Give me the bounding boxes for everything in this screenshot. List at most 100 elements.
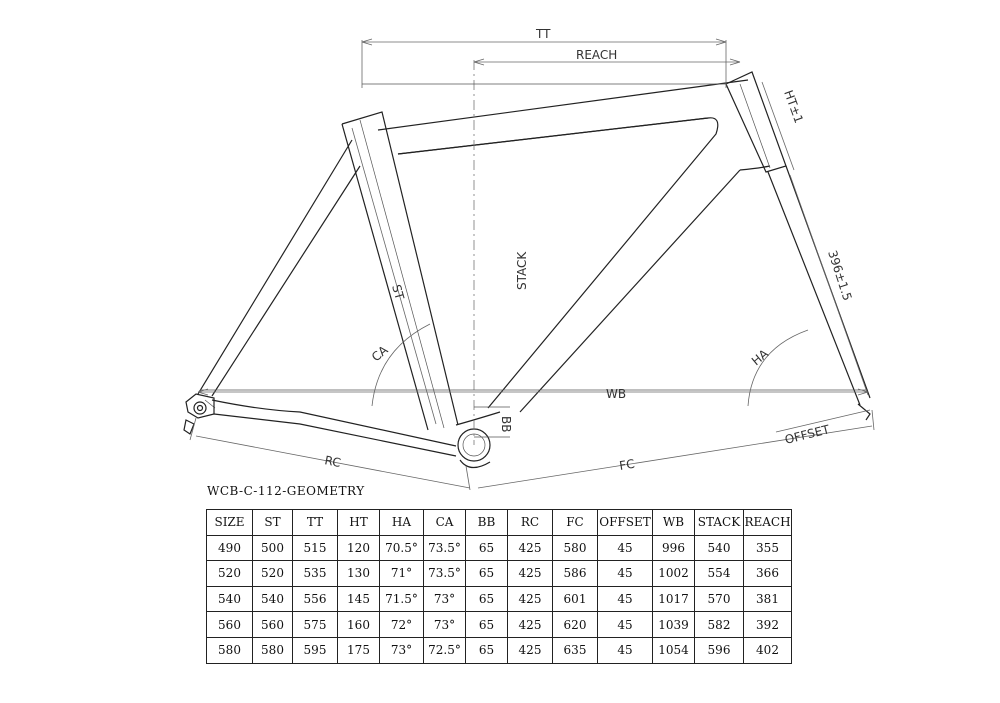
table-cell: 560 [206, 611, 253, 638]
head-tube [725, 71, 787, 173]
label-ca: CA [369, 342, 391, 364]
label-ha: HA [749, 346, 772, 368]
table-cell: 540 [252, 585, 293, 613]
table-cell: 540 [694, 534, 744, 562]
table-cell: 586 [552, 560, 598, 587]
table-cell: 580 [252, 636, 293, 664]
table-cell: 72° [379, 611, 424, 638]
table-cell: 601 [552, 585, 598, 613]
table-cell: 540 [206, 585, 253, 613]
label-fork-length: 396±1.5 [825, 249, 854, 303]
label-wb: WB [606, 387, 626, 401]
table-cell: 355 [743, 534, 792, 562]
column-header: BB [465, 509, 508, 536]
table-cell: 556 [292, 585, 338, 613]
column-header: CA [423, 509, 466, 536]
table-cell: 73° [379, 636, 424, 664]
label-fc: FC [618, 457, 635, 473]
table-cell: 595 [292, 636, 338, 664]
table-cell: 71.5° [379, 585, 424, 613]
table-cell: 71° [379, 560, 424, 587]
label-offset: OFFSET [783, 422, 831, 447]
table-cell: 996 [652, 534, 695, 562]
label-stack: STACK [515, 251, 529, 290]
column-header: OFFSET [597, 509, 653, 536]
table-cell: 130 [337, 560, 380, 587]
top-tube [377, 79, 749, 155]
column-header: TT [292, 509, 338, 536]
table-cell: 45 [597, 636, 653, 664]
table-cell: 402 [743, 636, 792, 664]
table-cell: 65 [465, 585, 508, 613]
column-header: FC [552, 509, 598, 536]
label-st: ST [389, 283, 407, 302]
column-header: ST [252, 509, 293, 536]
wb-dimension [197, 388, 869, 396]
rc-dimension [189, 417, 471, 490]
table-cell: 70.5° [379, 534, 424, 562]
down-tube [397, 117, 771, 413]
table-cell: 620 [552, 611, 598, 638]
table-cell: 73.5° [423, 560, 466, 587]
label-tt: TT [535, 27, 551, 41]
table-cell: 145 [337, 585, 380, 613]
label-ht: HT±1 [781, 88, 806, 125]
table-cell: 160 [337, 611, 380, 638]
table-cell: 120 [337, 534, 380, 562]
seat-tube [341, 111, 459, 431]
geometry-title: WCB-C-112-GEOMETRY [207, 484, 365, 498]
ha-angle-arc [747, 329, 809, 407]
fc-dimension [477, 409, 875, 489]
table-cell: 582 [694, 611, 744, 638]
table-cell: 45 [597, 560, 653, 587]
table-cell: 554 [694, 560, 744, 587]
ht-dimension [761, 81, 795, 171]
st-dimension [351, 127, 437, 425]
table-cell: 73° [423, 611, 466, 638]
table-cell: 520 [252, 560, 293, 587]
chain-stay [204, 399, 457, 457]
table-cell: 425 [507, 636, 553, 664]
column-header: HA [379, 509, 424, 536]
table-cell: 392 [743, 611, 792, 638]
table-cell: 425 [507, 560, 553, 587]
table-cell: 425 [507, 534, 553, 562]
table-cell: 425 [507, 611, 553, 638]
table-cell: 520 [206, 560, 253, 587]
table-cell: 65 [465, 611, 508, 638]
label-reach: REACH [576, 48, 617, 62]
bottom-bracket [455, 411, 501, 469]
table-cell: 580 [206, 636, 253, 664]
table-cell: 425 [507, 585, 553, 613]
table-cell: 580 [552, 534, 598, 562]
table-cell: 575 [292, 611, 338, 638]
offset-dimension [775, 409, 871, 433]
ca-angle-arc [371, 323, 431, 407]
table-cell: 45 [597, 611, 653, 638]
table-cell: 635 [552, 636, 598, 664]
label-rc: RC [323, 453, 342, 470]
tt-dimension [361, 38, 727, 88]
fork [767, 165, 871, 421]
rear-dropout [183, 393, 215, 435]
table-cell: 366 [743, 560, 792, 587]
label-bb: BB [499, 416, 513, 432]
column-header: HT [337, 509, 380, 536]
table-cell: 45 [597, 585, 653, 613]
frame-geometry-drawing: TT REACH HT±1 STACK ST 396±1.5 CA HA WB … [183, 27, 875, 490]
table-cell: 500 [252, 534, 293, 562]
table-cell: 65 [465, 534, 508, 562]
column-header: REACH [743, 509, 792, 536]
table-cell: 596 [694, 636, 744, 664]
seat-stay [197, 139, 361, 397]
table-cell: 570 [694, 585, 744, 613]
table-cell: 1017 [652, 585, 695, 613]
table-cell: 65 [465, 560, 508, 587]
